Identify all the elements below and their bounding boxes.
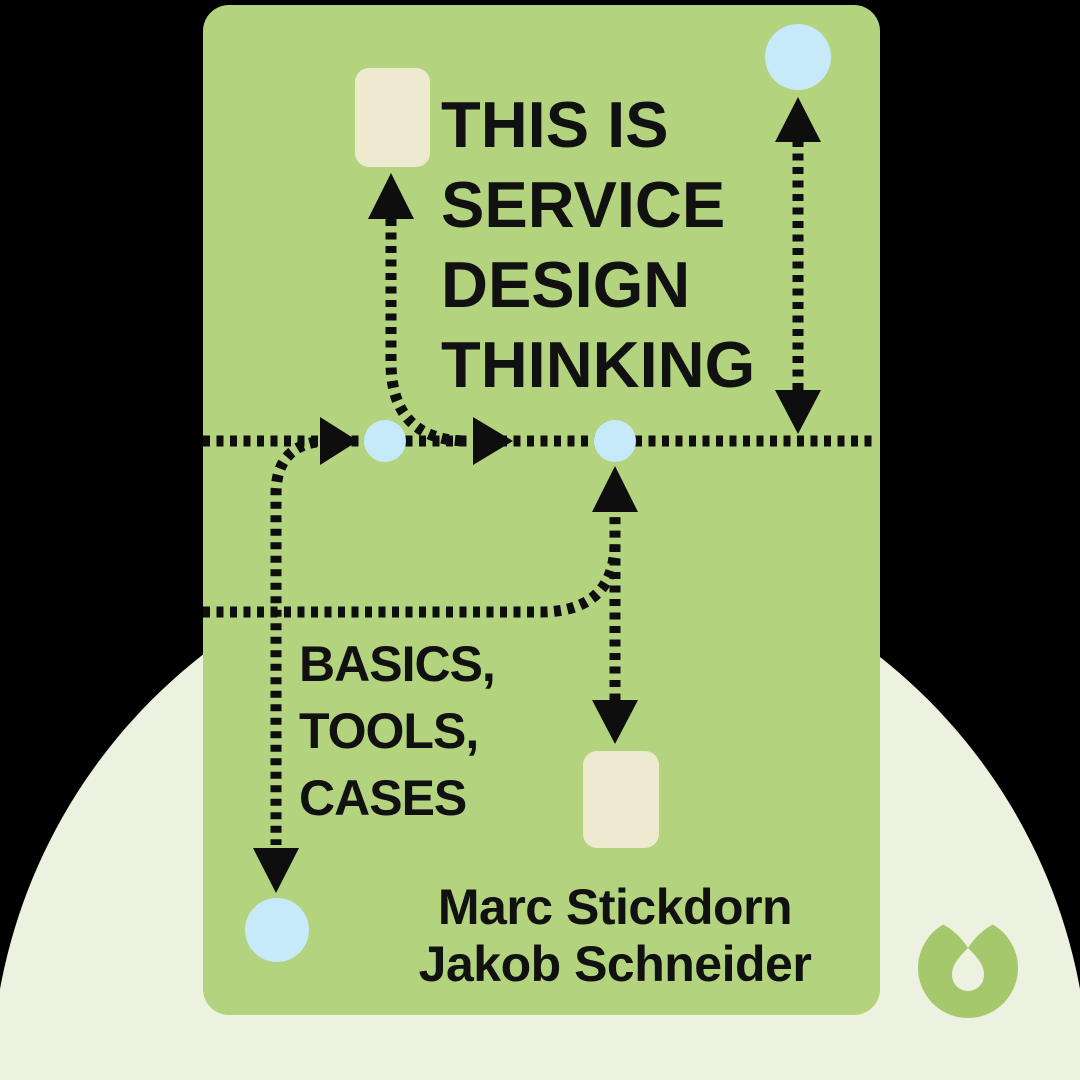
logo-drop — [952, 948, 984, 991]
node-dot-1 — [364, 420, 406, 462]
logo-notch — [942, 918, 994, 948]
author-name-2: Jakob Schneider — [418, 936, 812, 992]
node-circle-top-right — [765, 24, 831, 90]
subtitle-line-3: CASES — [299, 770, 467, 826]
arrowhead-right-main-line-1-icon — [320, 417, 358, 465]
book-subtitle: BASICS, TOOLS, CASES — [299, 631, 496, 832]
book-title: THIS IS SERVICE DESIGN THINKING — [441, 85, 755, 405]
title-line-2: SERVICE — [441, 168, 726, 241]
node-circle-bottom-left — [245, 898, 309, 962]
arrowhead-down-to-bottom-left-circle-icon — [253, 848, 299, 893]
book-authors: Marc Stickdorn Jakob Schneider — [400, 879, 830, 993]
arrowhead-down-to-bottom-box-icon — [592, 700, 638, 744]
blinkist-logo-icon — [918, 918, 1018, 1018]
subtitle-line-2: TOOLS, — [299, 703, 479, 759]
arrowhead-up-to-top-right-circle-icon — [775, 97, 821, 142]
dotted-line-branch-to-bottom-left — [270, 435, 331, 845]
arrowhead-right-main-line-2-icon — [473, 417, 513, 465]
node-dot-2 — [594, 420, 636, 462]
arrowhead-down-to-main-line-icon — [775, 390, 821, 434]
title-line-3: DESIGN — [441, 248, 691, 321]
step-box-bottom — [583, 751, 659, 848]
step-box-top — [355, 68, 430, 167]
arrowhead-up-to-dot-2-icon — [592, 466, 638, 512]
book-cover — [203, 5, 880, 1015]
author-name-1: Marc Stickdorn — [437, 879, 793, 935]
dotted-line-second-horizontal — [203, 512, 621, 618]
title-line-1: THIS IS — [441, 88, 669, 161]
arrowhead-up-to-top-box-icon — [368, 173, 414, 219]
dotted-line-to-top-box — [385, 219, 469, 447]
title-line-4: THINKING — [441, 328, 756, 401]
subtitle-line-1: BASICS, — [299, 636, 496, 692]
